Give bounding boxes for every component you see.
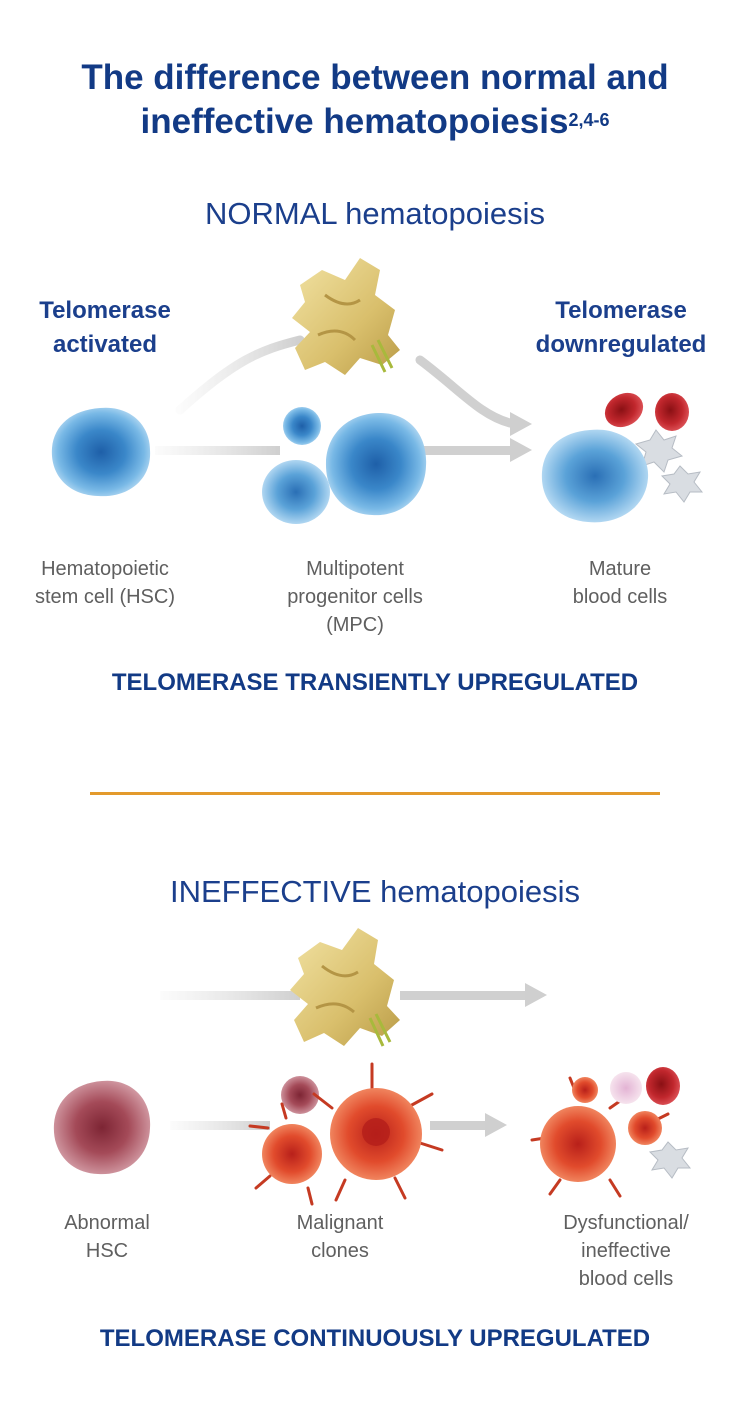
red-blood-cell-icon — [604, 392, 644, 428]
top-arrow-left — [160, 991, 300, 1000]
platelet-icon-3 — [648, 1141, 692, 1179]
arrow-malignant-to-dysfunctional — [430, 1121, 485, 1130]
telomerase-protein-icon-2 — [290, 928, 400, 1047]
top-arrow-right — [400, 991, 525, 1000]
arrow-abnormal-to-malignant — [170, 1121, 270, 1130]
title-line-1: The difference between normal and — [81, 58, 669, 97]
arrow-hsc-to-mpc — [155, 446, 280, 455]
abnormal-hsc-icon — [53, 1080, 151, 1175]
section-divider — [90, 792, 660, 795]
dysfunctional-cells-label: Dysfunctional/ ineffective blood cells — [563, 1212, 689, 1290]
mature-cells-label: Mature blood cells — [572, 558, 668, 608]
telomerase-protein-icon — [292, 258, 400, 375]
red-blood-cell-icon-3 — [646, 1067, 680, 1105]
telomerase-activated-label: Telomerase activated — [39, 297, 171, 358]
top-arrow-head — [525, 983, 547, 1007]
malignant-cell-icon — [248, 1062, 444, 1206]
hsc-label: Hematopoietic stem cell (HSC) — [34, 558, 175, 608]
platelet-icon — [634, 429, 684, 473]
normal-section-title: NORMAL hematopoiesis — [205, 196, 545, 231]
arrow-head-2 — [485, 1113, 507, 1137]
curved-arrow-left — [175, 335, 305, 415]
malignant-clones-label: Malignant clones — [296, 1212, 384, 1262]
title-line-2: ineffective hematopoiesis — [140, 102, 569, 141]
curved-arrow-right — [415, 355, 515, 428]
normal-hematopoiesis-diagram — [51, 258, 704, 524]
platelet-icon-2 — [660, 465, 704, 503]
page-title: The difference between normal and ineffe… — [0, 56, 750, 144]
ineffective-section-title: INEFFECTIVE hematopoiesis — [169, 874, 581, 909]
title-references: 2,4-6 — [568, 110, 610, 130]
abnormal-white-cell-icon — [610, 1072, 642, 1104]
red-blood-cell-icon-2 — [655, 393, 689, 431]
dysfunctional-blood-cells-icon — [530, 1067, 692, 1198]
hematopoietic-stem-cell-icon — [51, 407, 151, 497]
arrow-head — [510, 438, 532, 462]
abnormal-hsc-label: Abnormal HSC — [64, 1212, 150, 1262]
telomerase-downregulated-label: Telomerase downregulated — [535, 297, 707, 358]
normal-footer-label: TELOMERASE TRANSIENTLY UPREGULATED — [111, 669, 639, 696]
ineffective-footer-label: TELOMERASE CONTINUOUSLY UPREGULATED — [99, 1325, 651, 1352]
mature-blood-cells-icon — [541, 392, 704, 523]
curved-arrow-head — [510, 412, 532, 436]
progenitor-cell-icon — [262, 407, 427, 524]
ineffective-hematopoiesis-diagram — [53, 928, 692, 1206]
mpc-label: Multipotent progenitor cells (MPC) — [287, 558, 423, 636]
arrow-mpc-to-mature — [420, 446, 510, 455]
